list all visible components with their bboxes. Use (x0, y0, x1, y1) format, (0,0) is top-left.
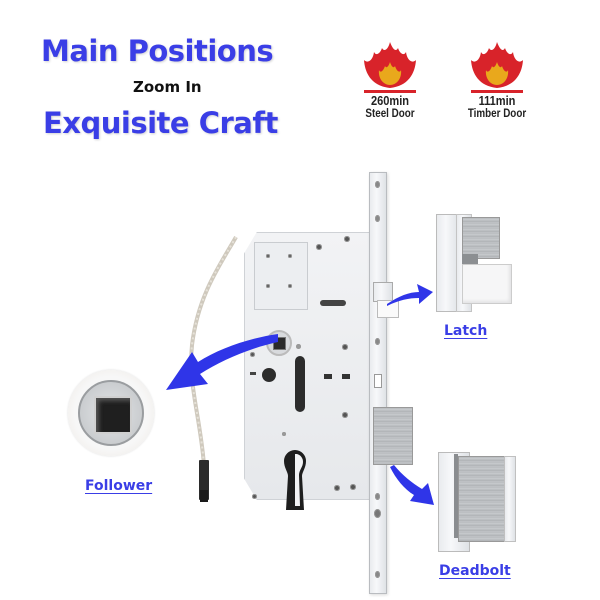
deadbolt-on-lock (373, 407, 413, 465)
fire-duration: 260min (370, 93, 410, 108)
badge-divider (471, 90, 523, 93)
fire-rating-steel: 260min Steel Door (345, 40, 435, 120)
fire-duration: 111min (478, 93, 516, 108)
latch-tongue-bottom (377, 300, 399, 318)
wire-cable (189, 236, 238, 466)
connector-plug (200, 490, 208, 502)
follower-label-link[interactable]: Follower (85, 478, 153, 494)
latch-detail-image[interactable] (432, 212, 512, 312)
cylinder-cutout (284, 450, 306, 510)
headline-title: Main Positions (41, 34, 274, 68)
faceplate (369, 172, 387, 594)
flame-icon (364, 42, 416, 88)
spring-hole (262, 368, 276, 382)
latch-label-link[interactable]: Latch (444, 323, 488, 339)
cable-connector (199, 460, 209, 500)
headline-subtitle: Zoom In (133, 78, 202, 96)
badge-divider (364, 90, 416, 93)
deadbolt-detail-image[interactable] (436, 450, 516, 554)
headline-tagline: Exquisite Craft (43, 106, 278, 140)
door-type: Steel Door (365, 106, 415, 120)
follower-detail-image[interactable] (68, 370, 154, 456)
cover-plate (254, 242, 308, 310)
arrow-to-follower-icon (166, 334, 278, 390)
flame-icon (471, 42, 523, 88)
fire-rating-timber: 111min Timber Door (452, 40, 542, 120)
mortise-lock-body (244, 232, 372, 510)
arrow-to-deadbolt-icon (390, 465, 434, 505)
door-type: Timber Door (467, 106, 527, 120)
arrow-to-latch-icon (387, 284, 433, 306)
deadbolt-label-link[interactable]: Deadbolt (439, 563, 511, 579)
lever-slot (295, 356, 305, 412)
slot (320, 300, 346, 306)
